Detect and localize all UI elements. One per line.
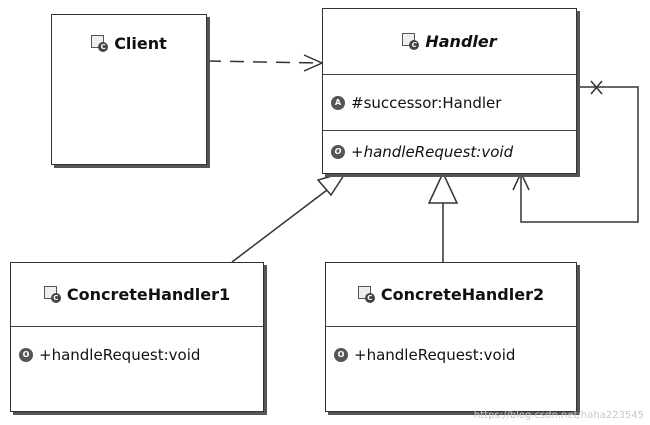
client-class[interactable]: C Client (51, 14, 207, 165)
concrete-handler-2-title: C ConcreteHandler2 (326, 263, 576, 327)
concrete-handler-2-operation-section: O +handleRequest:void (326, 327, 576, 383)
handler-class[interactable]: C Handler A #successor:Handler O +handle… (322, 8, 577, 174)
concrete-handler-2-name: ConcreteHandler2 (380, 285, 545, 304)
class-icon: C (402, 33, 420, 50)
handler-successor-attribute: #successor:Handler (351, 93, 502, 112)
operation-icon: O (19, 348, 33, 362)
generalization-arrow-1 (231, 170, 348, 263)
concrete-handler-1-title: C ConcreteHandler1 (11, 263, 263, 327)
handler-class-name: Handler (425, 32, 497, 51)
concrete-handler-2-operation: +handleRequest:void (354, 346, 516, 364)
handler-attribute-section: A #successor:Handler (323, 75, 576, 131)
handler-handle-request-operation: +handleRequest:void (351, 143, 514, 161)
client-class-title: C Client (52, 15, 206, 71)
concrete-handler-1-operation: +handleRequest:void (39, 346, 201, 364)
handler-class-title: C Handler (323, 9, 576, 75)
class-icon: C (43, 286, 61, 303)
generalization-arrow-2 (427, 171, 459, 262)
class-icon: C (357, 286, 375, 303)
concrete-handler-2-class[interactable]: C ConcreteHandler2 O +handleRequest:void (325, 262, 577, 412)
watermark-text: https://blog.csdn.net/haha223545 (473, 410, 644, 421)
operation-icon: O (331, 145, 345, 159)
client-class-name: Client (114, 33, 167, 53)
concrete-handler-1-class[interactable]: C ConcreteHandler1 O +handleRequest:void (10, 262, 264, 412)
handler-operation-section: O +handleRequest:void (323, 131, 576, 173)
attribute-icon: A (331, 95, 345, 110)
dependency-arrow (206, 54, 324, 72)
concrete-handler-1-name: ConcreteHandler1 (66, 285, 231, 304)
class-icon: C (91, 34, 109, 52)
operation-icon: O (334, 348, 348, 362)
concrete-handler-1-operation-section: O +handleRequest:void (11, 327, 263, 383)
